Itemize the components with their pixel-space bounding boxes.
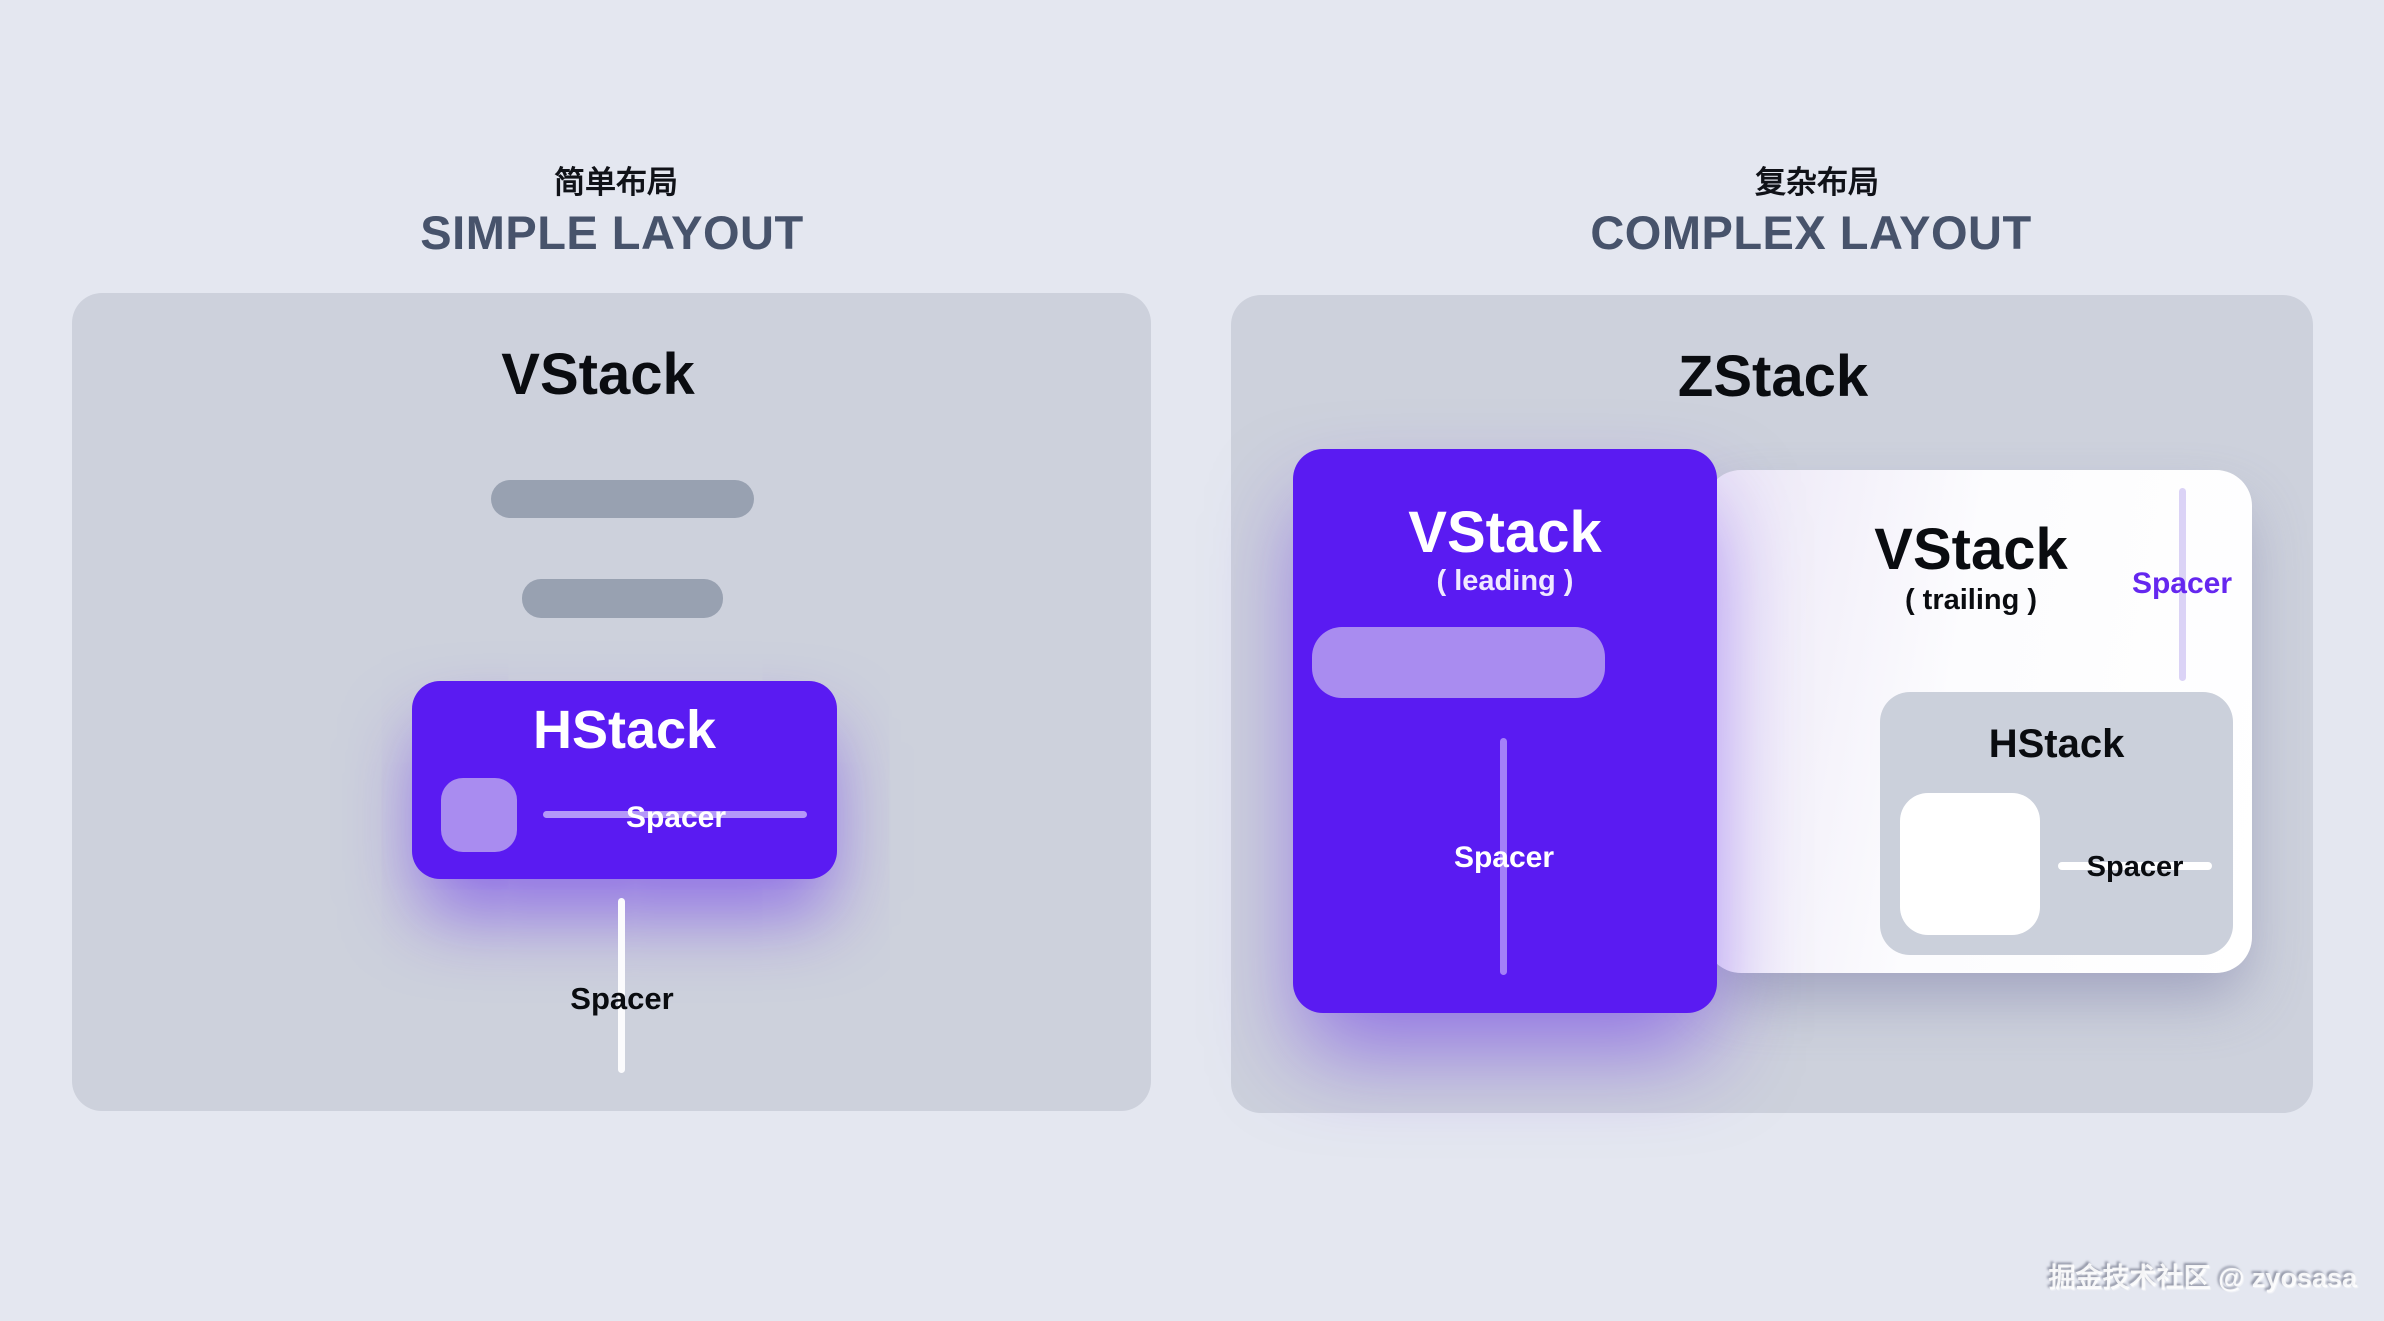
hstack-spacer-line [543,811,807,818]
hstack-card-title: HStack [532,700,717,760]
trailing-hstack-square [1900,793,2040,935]
trailing-card-title: VStack [1874,517,2068,582]
complex-layout-heading-en: COMPLEX LAYOUT [1590,206,2032,259]
trailing-hstack-card: HStack Spacer [1880,692,2233,955]
placeholder-bar-short [522,579,723,618]
zstack-panel-title: ZStack [1677,344,1869,409]
complex-layout-heading-cn: 复杂布局 [1755,165,1879,200]
vstack-trailing-card: VStack ( trailing ) Spacer HStack Spacer [1705,470,2252,973]
hstack-spacer-label: Spacer [625,801,727,834]
vstack-spacer-label: Spacer [570,981,674,1016]
leading-placeholder-bar [1312,627,1605,698]
vstack-spacer-line [618,898,625,1073]
hstack-leading-square [441,778,517,852]
watermark: 掘金技术社区 @ zyosasa [2048,1263,2357,1293]
complex-layout-panel: ZStack VStack ( trailing ) Spacer HStack… [1231,295,2313,1113]
simple-layout-heading-cn: 简单布局 [554,165,678,200]
trailing-spacer-line [2179,488,2186,681]
hstack-card: HStack Spacer [412,681,837,879]
leading-card-subtitle: ( leading ) [1436,565,1574,597]
vstack-panel-title: VStack [501,342,695,407]
trailing-hstack-spacer-label: Spacer [2086,851,2184,883]
vstack-leading-card: VStack ( leading ) Spacer [1293,449,1717,1013]
leading-card-title: VStack [1408,500,1602,565]
trailing-hstack-spacer-line [2058,862,2212,870]
simple-layout-heading-en: SIMPLE LAYOUT [420,206,804,259]
trailing-card-subtitle: ( trailing ) [1904,584,2038,616]
leading-spacer-line [1500,738,1507,975]
leading-spacer-label: Spacer [1453,841,1555,874]
simple-layout-panel: VStack HStack Spacer Spacer [72,293,1151,1111]
placeholder-bar-long [491,480,754,518]
trailing-spacer-label: Spacer [2131,567,2233,600]
trailing-hstack-title: HStack [1988,722,2125,766]
